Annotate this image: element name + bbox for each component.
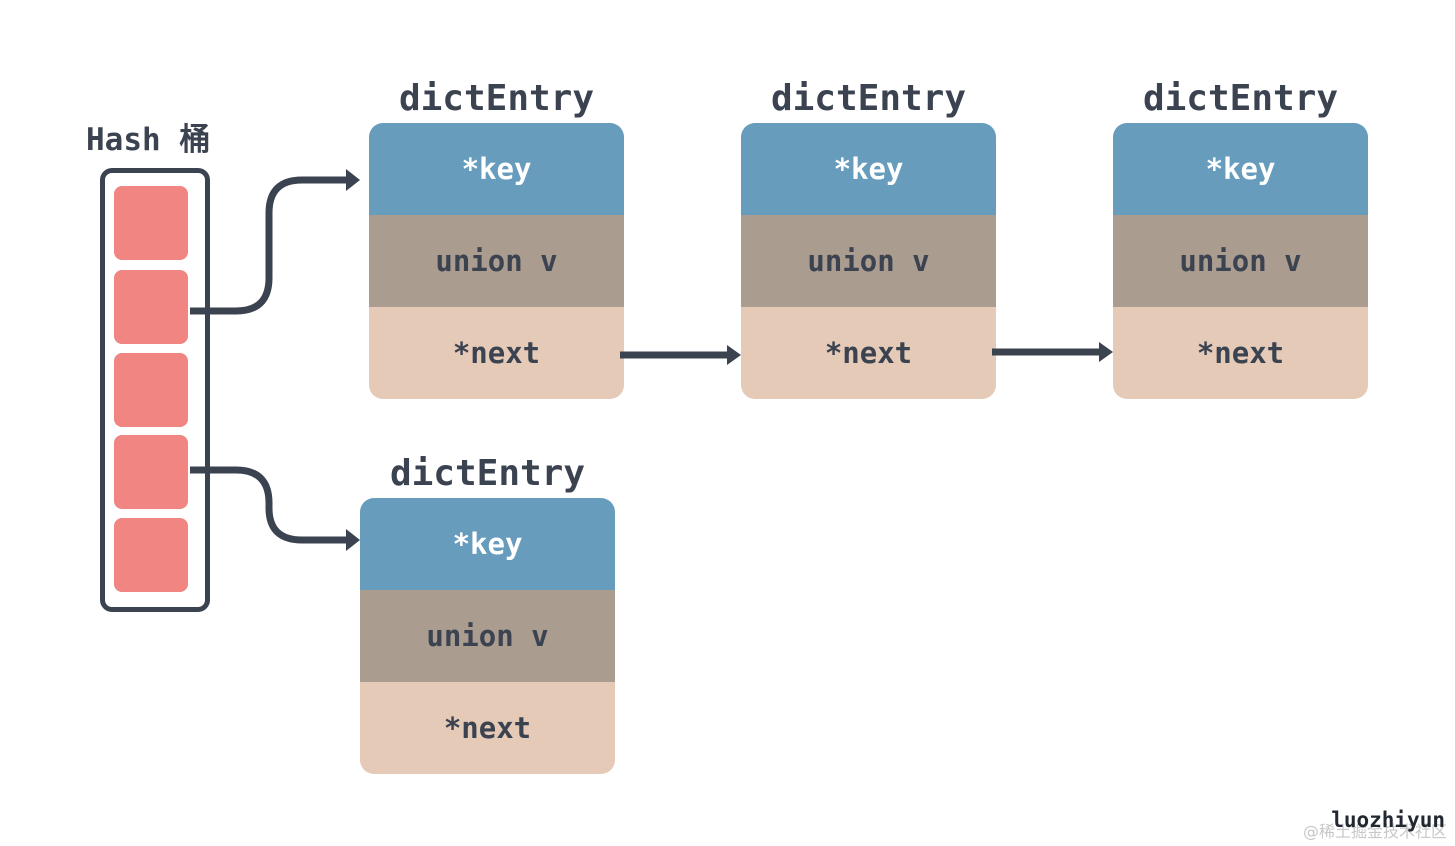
entry-key-field: *key [1113, 123, 1368, 215]
entry-title: dictEntry [770, 78, 967, 119]
entry-next-field: *next [369, 307, 624, 399]
entry-union-field: union v [1113, 215, 1368, 307]
arrowhead-icon [346, 529, 360, 551]
entry-key-field: *key [741, 123, 996, 215]
bucket-to-entry-arrow [190, 466, 352, 544]
author-watermark: luozhiyun [1331, 808, 1445, 832]
entry-union-field: union v [360, 590, 615, 682]
hash-slot [114, 518, 188, 592]
entry-key-field: *key [360, 498, 615, 590]
arrowhead-icon [346, 169, 360, 191]
entry-title: dictEntry [398, 78, 595, 119]
entry-title: dictEntry [1142, 78, 1339, 119]
hash-slot [114, 353, 188, 427]
hash-slot [114, 270, 188, 344]
entry-next-field: *next [1113, 307, 1368, 399]
dict-entry: *key union v *next [360, 498, 615, 774]
arrowhead-icon [727, 345, 741, 365]
bucket-to-entry-arrow [190, 176, 352, 315]
entry-next-field: *next [360, 682, 615, 774]
entry-next-field: *next [741, 307, 996, 399]
hash-bucket [100, 168, 210, 612]
entry-key-field: *key [369, 123, 624, 215]
hash-slot [114, 435, 188, 509]
site-watermark: @稀土掘金技术社区 [1302, 822, 1447, 841]
arrowhead-icon [1099, 342, 1113, 362]
dict-entry: *key union v *next [369, 123, 624, 399]
dict-entry: *key union v *next [741, 123, 996, 399]
entry-union-field: union v [369, 215, 624, 307]
hash-bucket-title: Hash 桶 [86, 122, 211, 158]
entry-title: dictEntry [389, 453, 586, 494]
dict-entry: *key union v *next [1113, 123, 1368, 399]
hash-slot [114, 186, 188, 260]
entry-union-field: union v [741, 215, 996, 307]
